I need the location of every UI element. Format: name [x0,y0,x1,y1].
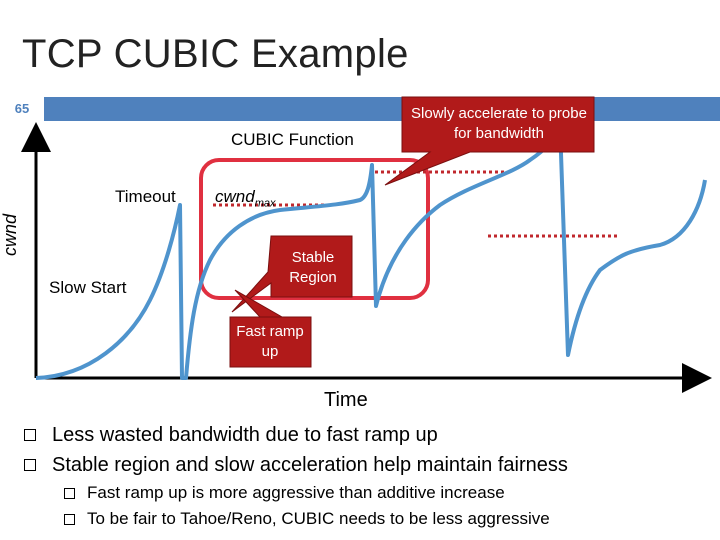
y-axis-label: cwnd [0,213,20,257]
slide-title: TCP CUBIC Example [22,32,409,76]
sub-bullet-text: To be fair to Tahoe/Reno, CUBIC needs to… [87,509,550,528]
slow-start-label: Slow Start [49,278,127,297]
max-subscript: max [254,197,276,210]
cwnd-curve [35,123,707,380]
slow-accel-callout: Slowly accelerate to probe for bandwidth [411,105,587,142]
bullet-list: Less wasted bandwidth due to fast ramp u… [24,420,568,532]
fast-ramp-callout: Fast ramp up [236,323,304,360]
sub-bullet-2: To be fair to Tahoe/Reno, CUBIC needs to… [64,506,568,532]
timeout-label: Timeout [115,187,176,206]
stable-region-callout: Stable Region [289,249,337,286]
x-axis-label: Time [324,389,368,411]
sub-bullet-box-icon [64,513,75,525]
bullet-text: Stable region and slow acceleration help… [52,454,568,476]
bullet-1: Less wasted bandwidth due to fast ramp u… [24,420,568,450]
bullet-text: Less wasted bandwidth due to fast ramp u… [52,424,438,446]
bullet-box-icon [24,429,36,441]
bullet-2: Stable region and slow acceleration help… [24,450,568,480]
bullet-box-icon [24,459,36,471]
cwnd-text: cwnd [215,187,255,206]
cubic-function-label: CUBIC Function [231,130,354,149]
sub-bullet-box-icon [64,487,75,499]
slide-number: 65 [0,97,44,121]
stable-region-highlight [199,158,430,300]
cwnd-max-label: cwndmax [215,187,275,209]
header-bar [0,97,720,121]
sub-bullet-1: Fast ramp up is more aggressive than add… [64,480,568,506]
sub-bullet-text: Fast ramp up is more aggressive than add… [87,483,505,502]
